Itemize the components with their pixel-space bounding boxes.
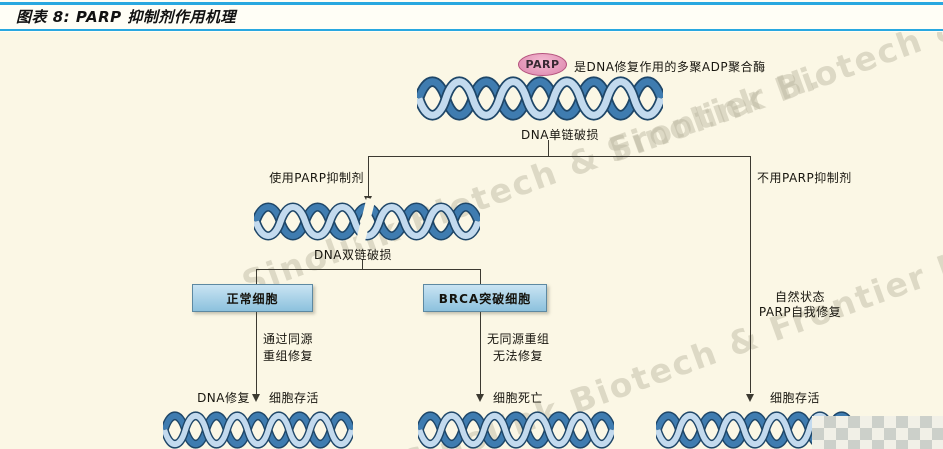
dna-helix-intact (417, 70, 663, 127)
label-cell-survival-right: 细胞存活 (770, 391, 821, 405)
label-use-parp-inhibitor: 使用PARP抑制剂 (269, 171, 364, 185)
arrow-down-icon (252, 394, 260, 402)
label-cell-survival-left: 细胞存活 (269, 391, 320, 405)
connector-to-normal-box (256, 269, 257, 284)
label-cell-death: 细胞死亡 (493, 391, 544, 405)
accent-rule-bottom (0, 29, 943, 31)
label-natural-state-line1: 自然状态 (774, 290, 825, 304)
dna-helix-bottom-middle (418, 406, 614, 449)
label-double-strand-break: DNA双链破损 (314, 248, 392, 262)
arrow-down-icon (476, 394, 484, 402)
connector-brca-path (480, 310, 481, 394)
normal-cell-box: 正常细胞 (192, 284, 313, 312)
parp-badge: PARP (518, 53, 567, 76)
label-no-parp-inhibitor: 不用PARP抑制剂 (757, 171, 852, 185)
connector-left-branch (368, 156, 369, 197)
brca-cell-box: BRCA突破细胞 (423, 284, 547, 312)
label-hr-repair-line2: 重组修复 (263, 349, 314, 363)
label-no-hr-line1: 无同源重组 (487, 332, 550, 346)
connector-branch-horizontal (368, 156, 751, 157)
figure-title: 图表 8: PARP 抑制剂作用机理 (16, 8, 236, 26)
connector-normal-path (256, 310, 257, 394)
connector-stub-top (548, 140, 549, 156)
dna-helix-bottom-left (163, 406, 353, 449)
arrow-down-icon (746, 394, 754, 402)
censor-mosaic (812, 416, 943, 449)
connector-right-branch (750, 156, 751, 393)
label-hr-repair-line1: 通过同源 (263, 332, 314, 346)
label-natural-state-line2: PARP自我修复 (758, 305, 842, 319)
parp-description: 是DNA修复作用的多聚ADP聚合酶 (574, 60, 766, 74)
figure-header: 图表 8: PARP 抑制剂作用机理 (0, 0, 943, 32)
connector-cells-horizontal (256, 269, 481, 270)
label-dna-repair: DNA修复 (197, 391, 250, 405)
accent-rule-top (0, 2, 943, 5)
label-no-hr-line2: 无法修复 (493, 349, 544, 363)
label-single-strand-break: DNA单链破损 (521, 128, 599, 142)
connector-stub-mid (362, 259, 363, 270)
connector-to-brca-box (480, 269, 481, 284)
